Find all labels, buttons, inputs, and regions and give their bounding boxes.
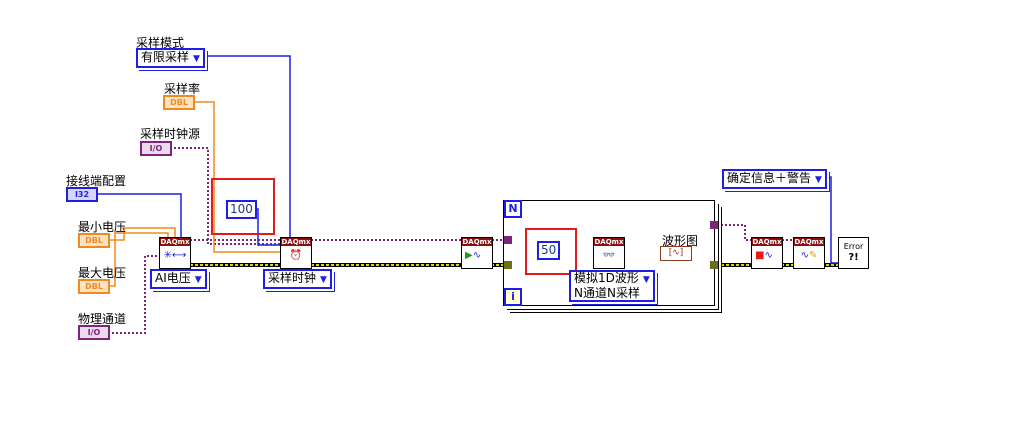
error-label: Error [843,242,864,251]
daqmx-read-node[interactable]: DAQmx 👓 [593,237,625,269]
read-type-line2: N通道N采样 [574,286,640,300]
timing-type-value: 采样时钟 [268,271,317,285]
node-header: DAQmx [281,238,311,246]
daqmx-start-task-node[interactable]: DAQmx ▶∿ [461,237,493,269]
min-voltage-label: 最小电压 [78,220,127,234]
sample-rate-label: 采样率 [164,82,201,96]
highlight-box [211,178,275,235]
error-symbol: ?! [848,252,859,263]
task-tunnel-out [710,221,718,229]
daqmx-clear-task-node[interactable]: DAQmx ∿✎ [793,237,825,269]
dropdown-arrow-icon: ▼ [194,275,202,285]
min-voltage-terminal[interactable]: DBL [78,233,110,248]
create-channel-icon: ✳⟷ [163,250,187,261]
simple-error-handler-node[interactable]: Error?! [838,237,869,269]
daqmx-create-channel-node[interactable]: DAQmx ✳⟷ [159,237,191,269]
samples-per-channel-constant[interactable]: 100 [226,200,257,219]
channel-type-value: AI电压 [155,271,191,285]
task-tunnel-in [504,236,512,244]
dropdown-arrow-icon: ▼ [320,275,327,285]
dropdown-arrow-icon: ▼ [815,175,822,185]
sample-mode-label: 采样模式 [136,36,185,50]
error-tunnel-in [504,261,512,269]
physical-channel-terminal[interactable]: I/O [78,325,110,340]
error-dialog-type-value: 确定信息＋警告 [727,171,812,185]
node-header: DAQmx [752,238,782,246]
sample-mode-ring[interactable]: 有限采样▼ [136,48,205,68]
dbl-wires [108,101,280,287]
physical-channel-label: 物理通道 [78,312,127,326]
stop-icon: ■∿ [755,250,773,261]
waveform-graph-terminal[interactable]: [∿] [660,246,692,261]
eraser-icon: ∿✎ [800,250,818,261]
sample-mode-value: 有限采样 [141,50,190,64]
timing-type-ring[interactable]: 采样时钟▼ [263,269,332,289]
loop-count-terminal[interactable]: N [504,200,522,218]
node-header: DAQmx [594,238,624,246]
daqmx-timing-node[interactable]: DAQmx ⏰ [280,237,312,269]
dropdown-arrow-icon: ▼ [642,275,650,285]
read-samples-constant[interactable]: 50 [537,241,561,260]
read-type-line1: 模拟1D波形 [574,271,639,285]
error-tunnel-out [710,261,718,269]
channel-type-ring[interactable]: AI电压▼ [150,269,207,289]
sample-rate-terminal[interactable]: DBL [163,95,195,110]
clock-source-label: 采样时钟源 [140,127,201,141]
error-dialog-type-ring[interactable]: 确定信息＋警告▼ [722,169,827,189]
clock-icon: ⏰ [289,250,303,261]
play-icon: ▶∿ [465,250,482,261]
dropdown-arrow-icon: ▼ [193,54,200,64]
max-voltage-terminal[interactable]: DBL [78,279,110,294]
node-header: DAQmx [462,238,492,246]
terminal-config-label: 接线端配置 [66,174,127,188]
terminal-config-terminal[interactable]: I32 [66,187,98,202]
glasses-waveform-icon: 👓 [602,250,616,261]
waveform-graph-label: 波形图 [662,234,699,248]
node-header: DAQmx [160,238,190,246]
loop-iteration-terminal: i [504,288,522,306]
daqmx-stop-task-node[interactable]: DAQmx ■∿ [751,237,783,269]
max-voltage-label: 最大电压 [78,266,127,280]
clock-source-terminal[interactable]: I/O [140,141,172,156]
read-type-ring[interactable]: 模拟1D波形▼N通道N采样 [569,270,655,302]
highlight-box [525,228,577,275]
node-header: DAQmx [794,238,824,246]
